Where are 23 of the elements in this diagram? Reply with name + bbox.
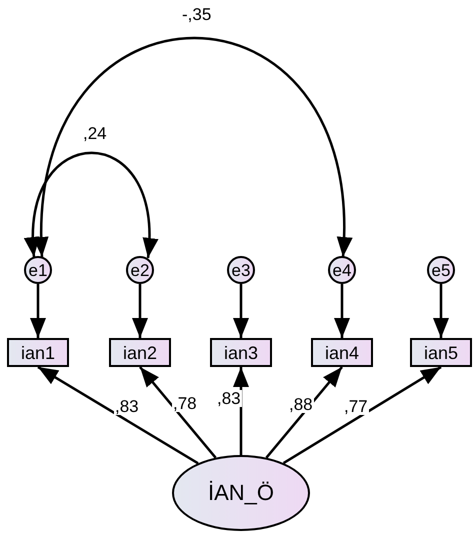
- latent-ellipse: İAN_Ö: [172, 455, 310, 531]
- edge-label: ,83: [216, 390, 242, 407]
- arrow: [334, 284, 350, 338]
- edge-label: ,83: [114, 398, 140, 415]
- variable-box: ian4: [311, 338, 373, 367]
- arrow: [34, 37, 351, 258]
- edge-label: ,88: [288, 396, 314, 413]
- arrow: [37, 366, 199, 464]
- variable-box: ian5: [410, 338, 472, 367]
- variable-box: ian1: [7, 338, 69, 367]
- variable-box: ian2: [109, 338, 171, 367]
- edge-label: -,35: [181, 6, 212, 23]
- variable-box: ian3: [210, 338, 272, 367]
- edge-label: ,78: [172, 395, 198, 412]
- arrow: [233, 284, 249, 338]
- arrow: [26, 152, 157, 258]
- arrow: [30, 284, 46, 338]
- arrow: [233, 367, 249, 455]
- edge-label: ,24: [82, 125, 108, 142]
- edge-label: ,77: [343, 398, 369, 415]
- arrow: [282, 366, 442, 464]
- arrow: [132, 284, 148, 338]
- arrow: [433, 284, 449, 338]
